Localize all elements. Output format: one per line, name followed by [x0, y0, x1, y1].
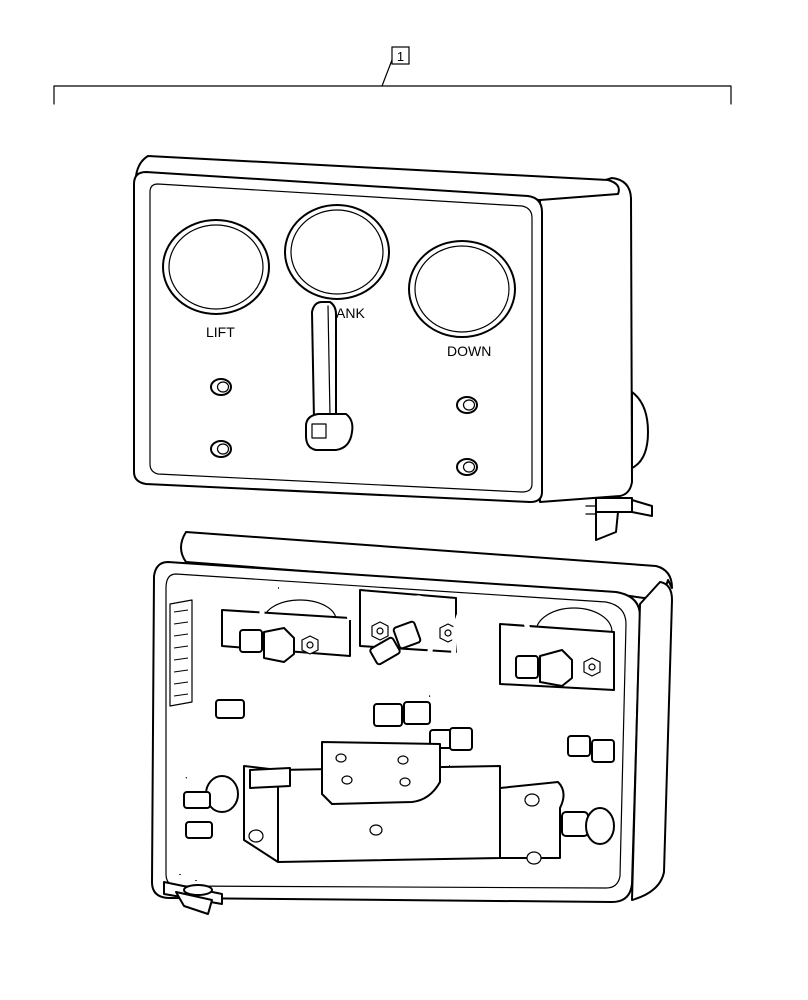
fitting-middle	[369, 620, 422, 666]
side-hub	[631, 391, 649, 469]
lift-gauge	[162, 219, 270, 315]
lower-housing	[151, 531, 673, 915]
panel-bolt-2	[210, 440, 232, 458]
callout-box	[391, 46, 410, 65]
fitting-right	[515, 649, 573, 687]
nut-2	[371, 621, 389, 641]
fitting-tee	[373, 701, 473, 751]
down-label: DOWN	[447, 343, 491, 359]
tank-gauge	[284, 204, 390, 300]
valve-block	[243, 741, 565, 865]
fitting-left	[239, 627, 295, 663]
upper-housing: LIFT ANK DOWN	[133, 155, 653, 541]
nut-4	[583, 657, 601, 677]
fitting-lower-right	[561, 807, 615, 845]
panel-bolt-3	[456, 396, 478, 414]
lift-label: LIFT	[206, 324, 235, 340]
callout-bracket: 1	[53, 46, 732, 105]
warning-decal	[169, 599, 193, 707]
grommet	[163, 881, 223, 915]
panel-bolt-1	[210, 378, 232, 396]
fitting-elbow	[567, 735, 615, 763]
control-lever	[305, 301, 354, 451]
mounting-bracket	[585, 497, 653, 541]
clamp-1	[183, 791, 211, 809]
panel-bolt-4	[456, 458, 478, 476]
nut-1	[301, 635, 319, 655]
tank-label: ANK	[336, 305, 365, 321]
clamp-2	[185, 821, 213, 839]
callout-number: 1	[397, 49, 404, 64]
down-gauge	[408, 240, 516, 338]
